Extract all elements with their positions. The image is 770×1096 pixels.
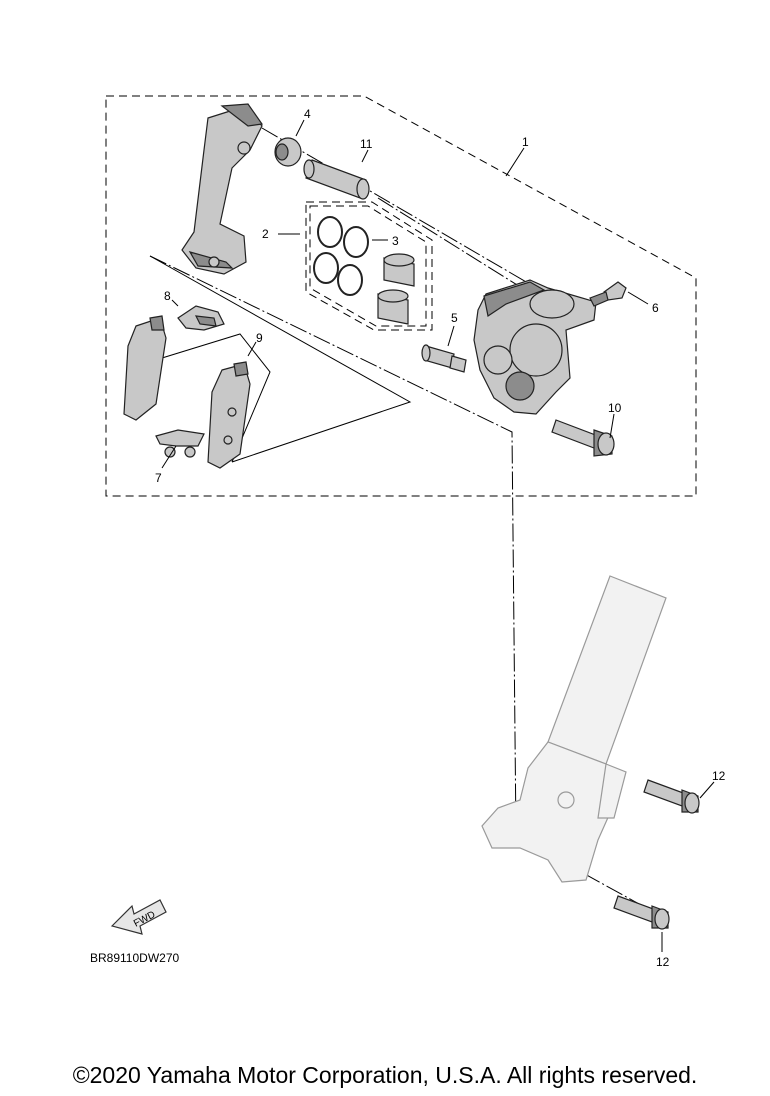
front-fork — [481, 575, 667, 883]
callout-4: 4 — [304, 107, 311, 121]
forward-arrow-icon: FWD — [110, 899, 167, 935]
pin-boot — [274, 137, 302, 167]
caliper-pin — [303, 159, 370, 200]
caliper-bolt — [551, 419, 615, 457]
callout-5: 5 — [451, 311, 458, 325]
diagram-code: BR89110DW270 — [90, 951, 179, 965]
callout-1: 1 — [522, 135, 529, 149]
bracket-axis-line — [261, 127, 541, 291]
pad-group-outline — [149, 255, 412, 463]
fork-bolt-lower — [613, 895, 670, 930]
copyright-notice: ©2020 Yamaha Motor Corporation, U.S.A. A… — [72, 1062, 698, 1088]
callout-3: 3 — [392, 234, 399, 248]
callout-2: 2 — [262, 227, 269, 241]
pad-spring-upper — [177, 305, 225, 331]
callout-8: 8 — [164, 289, 171, 303]
brake-pad-inner — [123, 315, 167, 421]
fork-bolt-upper — [643, 779, 700, 814]
callout-7: 7 — [155, 471, 162, 485]
caliper-bracket — [181, 103, 264, 275]
pad-spring-lower — [155, 429, 205, 458]
pad-group-outline-2 — [161, 333, 271, 463]
bleed-screw — [589, 281, 627, 307]
seal-group-inner — [309, 205, 427, 327]
brake-pad-outer — [207, 361, 251, 469]
callout-11: 11 — [360, 137, 373, 151]
callout-6: 6 — [652, 301, 659, 315]
pistons — [377, 253, 415, 325]
callout-12-lower: 12 — [656, 955, 670, 969]
caliper-body — [473, 279, 597, 415]
callout-12-upper: 12 — [712, 769, 726, 783]
seal-group-outer — [305, 201, 433, 331]
piston-seals — [313, 216, 369, 296]
assembly-boundary — [105, 95, 697, 497]
mounting-axis-line — [149, 255, 651, 911]
leader-lines — [161, 119, 715, 952]
callout-10: 10 — [608, 401, 622, 415]
slide-pin — [421, 344, 467, 373]
callout-9: 9 — [256, 331, 263, 345]
